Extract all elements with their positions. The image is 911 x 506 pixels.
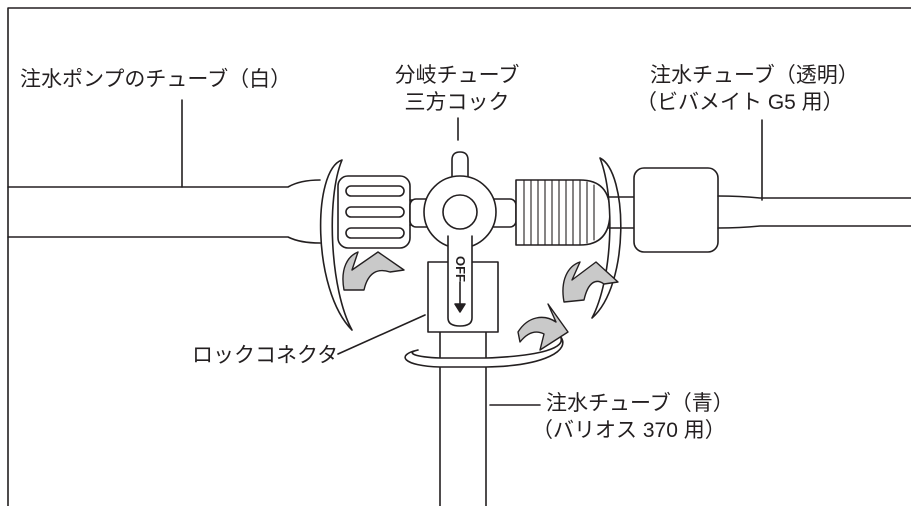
right-connector-ridges — [523, 179, 595, 246]
clear-tube-label-line1: 注水チューブ（透明） — [650, 64, 859, 87]
clear-tube-top-edge — [717, 195, 911, 199]
right-rotate-arrow — [562, 261, 619, 303]
blue-tube-label-line2: （バリオス 370 用） — [532, 419, 726, 442]
right-ridged-connector — [515, 179, 611, 246]
left-lock-ring — [319, 159, 353, 331]
stopcock-top-knob — [451, 151, 469, 179]
pump-tube-top-edge — [7, 179, 321, 188]
branch-tube-label-line1: 分岐チューブ — [394, 64, 520, 87]
branch-tube-label-line2: 三方コック — [404, 91, 510, 114]
clear-tube-adapter — [633, 167, 719, 253]
off-marker: OFF — [453, 256, 468, 282]
left-connector-rib — [345, 227, 405, 239]
left-rotate-arrow — [342, 251, 405, 291]
left-connector-rib — [345, 185, 405, 197]
left-connector-rib — [345, 206, 405, 218]
bottom-lock-ring — [404, 335, 564, 368]
off-arrow-head — [454, 303, 466, 313]
clear-tube-label: 注水チューブ（透明） （ビバメイト G5 用） — [636, 62, 859, 116]
stopcock-center — [442, 194, 478, 230]
blue-tube-label-line1: 注水チューブ（青） — [546, 392, 734, 415]
pump-tube-bottom-edge — [7, 236, 321, 244]
diagram-frame — [7, 7, 911, 506]
pump-tube-label: 注水ポンプのチューブ（白） — [20, 68, 292, 91]
blue-tube-label: 注水チューブ（青） （バリオス 370 用） — [532, 390, 734, 444]
lock-connector-leader — [337, 314, 426, 355]
stopcock-handle — [447, 235, 473, 327]
clear-tube-neck — [607, 196, 635, 229]
clear-tube-bottom-edge — [717, 225, 911, 229]
branch-tube-label: 分岐チューブ 三方コック — [382, 62, 532, 116]
clear-tube-label-line2: （ビバメイト G5 用） — [636, 91, 844, 114]
bottom-rotate-arrow — [517, 303, 569, 351]
lock-connector-label: ロックコネクタ — [192, 344, 339, 367]
